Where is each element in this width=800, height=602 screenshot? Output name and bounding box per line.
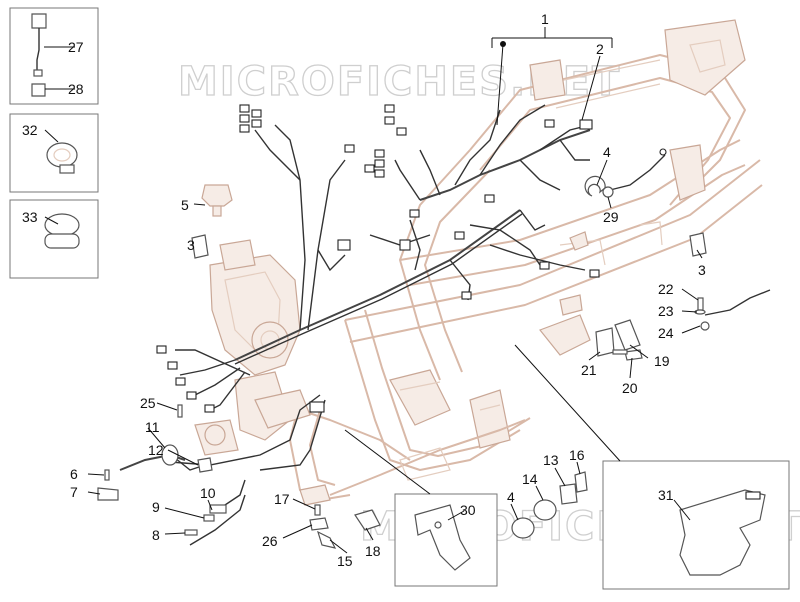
bracket-part-21 bbox=[595, 327, 615, 357]
inset-box-30 bbox=[344, 429, 498, 587]
callout-27: 27 bbox=[68, 39, 84, 55]
callout-29: 29 bbox=[603, 209, 619, 225]
callout-1: 1 bbox=[541, 11, 549, 27]
callout-labels: 1 2 3 3 4 4 5 6 7 8 9 10 11 12 13 14 15 … bbox=[22, 11, 706, 569]
bolt-part-20 bbox=[624, 349, 643, 361]
callout-11: 11 bbox=[145, 419, 160, 435]
callout-2: 2 bbox=[596, 41, 604, 57]
callout-8: 8 bbox=[152, 527, 160, 543]
callout-24: 24 bbox=[658, 325, 674, 341]
terminal-part-15 bbox=[317, 530, 337, 549]
bracket-part-26 bbox=[309, 517, 329, 531]
small-parts bbox=[97, 148, 710, 549]
terminal-part-24 bbox=[700, 321, 710, 331]
screw-part-17 bbox=[314, 504, 321, 516]
callout-17: 17 bbox=[274, 491, 290, 507]
callout-33: 33 bbox=[22, 209, 38, 225]
ring-part-14 bbox=[533, 499, 557, 521]
callout-28: 28 bbox=[68, 81, 84, 97]
engine-block bbox=[194, 239, 311, 456]
callout-21: 21 bbox=[581, 362, 597, 378]
inset-box-27-28 bbox=[9, 7, 99, 105]
tie-part-12 bbox=[197, 457, 213, 473]
callout-7: 7 bbox=[70, 484, 78, 500]
callout-26: 26 bbox=[262, 533, 278, 549]
callout-31: 31 bbox=[658, 487, 674, 503]
callout-30: 30 bbox=[460, 502, 476, 518]
callout-18: 18 bbox=[365, 543, 381, 559]
callout-32: 32 bbox=[22, 122, 38, 138]
grommet-part-5 bbox=[201, 184, 233, 207]
ring-part-4-top bbox=[584, 175, 606, 197]
callout-19: 19 bbox=[654, 353, 670, 369]
screw-part-9 bbox=[203, 514, 215, 522]
callout-23: 23 bbox=[658, 303, 674, 319]
screw-part-16 bbox=[574, 471, 588, 493]
switch-part-13 bbox=[559, 483, 578, 505]
callout-3-right: 3 bbox=[698, 262, 706, 278]
callout-22: 22 bbox=[658, 281, 674, 297]
screw-part-25 bbox=[177, 404, 183, 418]
screw-part-8 bbox=[184, 529, 198, 536]
clip-part-3-left bbox=[191, 234, 209, 259]
callout-14: 14 bbox=[522, 471, 538, 487]
leader-lines bbox=[44, 27, 703, 554]
inset-box-33 bbox=[9, 199, 99, 279]
callout-15: 15 bbox=[337, 553, 353, 569]
callout-13: 13 bbox=[543, 452, 559, 468]
screw-part-6 bbox=[104, 469, 110, 481]
clip-part-18 bbox=[354, 509, 381, 531]
ring-part-4-bottom bbox=[511, 517, 535, 539]
terminal-part-7 bbox=[97, 487, 119, 501]
callout-10: 10 bbox=[200, 485, 216, 501]
inset-box-32 bbox=[9, 113, 99, 193]
callout-4-top: 4 bbox=[603, 144, 611, 160]
callout-16: 16 bbox=[569, 447, 585, 463]
callout-5: 5 bbox=[181, 197, 189, 213]
callout-12: 12 bbox=[148, 442, 164, 458]
callout-20: 20 bbox=[622, 380, 638, 396]
clip-part-3-right bbox=[689, 232, 707, 257]
callout-9: 9 bbox=[152, 499, 160, 515]
callout-6: 6 bbox=[70, 466, 78, 482]
callout-3-left: 3 bbox=[187, 237, 195, 253]
inset-box-31 bbox=[514, 344, 790, 590]
harness-connectors bbox=[156, 104, 600, 413]
wiring-harness bbox=[119, 104, 771, 546]
terminal-part-10 bbox=[209, 504, 227, 514]
plate-part-19 bbox=[614, 319, 641, 351]
callout-25: 25 bbox=[140, 395, 156, 411]
bolt-part-22 bbox=[697, 297, 704, 311]
frame-chassis bbox=[289, 19, 763, 506]
callout-4-bottom: 4 bbox=[507, 489, 515, 505]
